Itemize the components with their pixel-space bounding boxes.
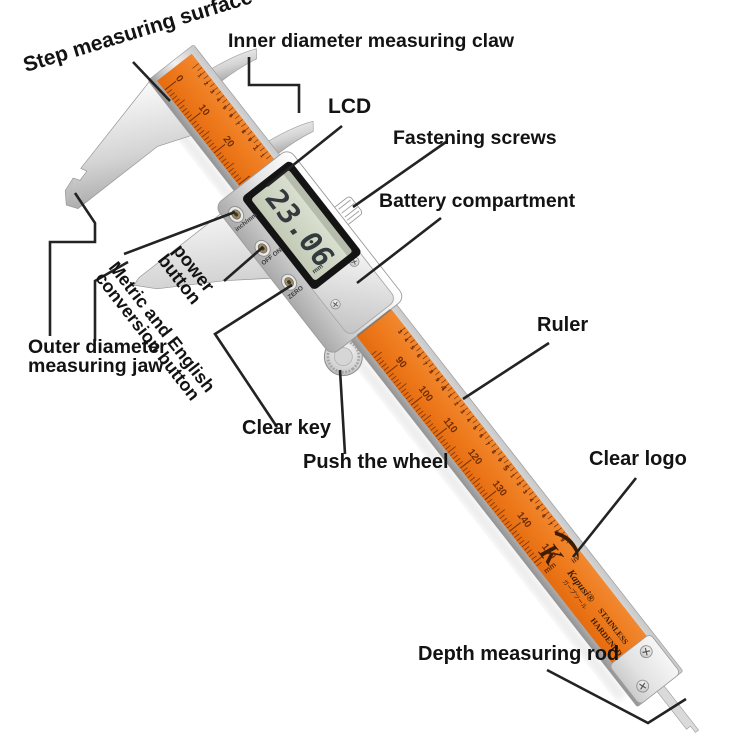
inch-ticks: [192, 63, 572, 544]
label-depth-measuring-rod: Depth measuring rod: [418, 643, 620, 665]
callout-lines: [48, 57, 687, 725]
callout-outer-jaw-2: [93, 260, 129, 341]
svg-text:4: 4: [438, 383, 448, 392]
slider-edge-seam: [356, 308, 392, 337]
svg-text:6: 6: [227, 113, 234, 120]
svg-text:3: 3: [208, 89, 215, 96]
callout-depth-rod: [546, 668, 687, 725]
callout-power-button: [223, 246, 264, 282]
label-outer-line1: Outer diameter: [28, 336, 167, 358]
outer-jaw-fixed: [64, 81, 192, 209]
svg-text:8: 8: [427, 369, 434, 376]
svg-text:3: 3: [521, 489, 528, 496]
callout-metric-button: [123, 210, 236, 256]
mm-ticks: [164, 80, 546, 567]
label-outer-line2: measuring jaw: [28, 354, 164, 377]
depth-rod: [656, 685, 700, 733]
svg-text:5: 5: [408, 345, 415, 352]
inner-claw-fixed: [210, 48, 257, 82]
svg-text:1: 1: [446, 393, 453, 400]
label-push-the-wheel: Push the wheel: [303, 451, 449, 473]
svg-text:7: 7: [421, 361, 428, 367]
callout-lcd: [266, 124, 343, 188]
svg-text:3: 3: [396, 329, 403, 336]
svg-text:6: 6: [415, 353, 422, 360]
svg-text:9: 9: [246, 137, 253, 144]
svg-text:4: 4: [402, 337, 409, 344]
label-ruler: Ruler: [537, 314, 589, 336]
end-cap-screw: [636, 679, 650, 693]
svg-text:9: 9: [496, 457, 503, 464]
button-zero: [280, 273, 298, 291]
callout-clear-key: [213, 283, 293, 428]
end-cap: [610, 635, 680, 704]
label-clear-key: Clear key: [242, 417, 331, 439]
svg-text:7: 7: [546, 521, 553, 527]
jaw-tip-texture: [67, 180, 85, 202]
svg-text:1: 1: [508, 473, 515, 480]
callout-battery: [356, 216, 442, 285]
svg-text:9: 9: [433, 377, 440, 384]
callout-ruler: [462, 341, 550, 401]
svg-text:8: 8: [240, 129, 247, 136]
svg-text:9: 9: [559, 537, 566, 544]
svg-text:1: 1: [258, 153, 265, 160]
label-inner-diameter-claw: Inner diameter measuring claw: [228, 30, 515, 52]
svg-text:0: 0: [173, 73, 185, 85]
label-battery-compartment: Battery compartment: [379, 190, 576, 212]
svg-text:7: 7: [483, 441, 490, 447]
label-clear-logo: Clear logo: [589, 448, 687, 470]
callout-push-wheel: [338, 369, 347, 455]
logo-swoosh: [554, 531, 579, 560]
svg-text:6: 6: [477, 433, 484, 440]
callout-outer-jaw-1: [48, 192, 97, 336]
svg-text:3: 3: [458, 409, 465, 416]
callout-step-surface: [132, 61, 171, 102]
label-lcd: LCD: [328, 95, 372, 118]
svg-text:1: 1: [196, 73, 203, 80]
label-outer-diameter-jaw: Outer diameter measuring jaw: [28, 336, 167, 377]
svg-text:7: 7: [233, 121, 240, 127]
callout-fastening: [352, 140, 447, 209]
svg-text:5: 5: [471, 425, 478, 432]
callout-clear-logo: [571, 477, 638, 558]
svg-text:4: 4: [214, 97, 221, 104]
svg-text:2: 2: [202, 81, 209, 87]
label-fastening-screws: Fastening screws: [393, 127, 557, 149]
end-cap-screw: [639, 645, 653, 659]
svg-text:4: 4: [527, 497, 534, 504]
inner-claw-moving: [267, 120, 314, 155]
svg-text:4: 4: [465, 417, 472, 424]
svg-text:8: 8: [490, 449, 497, 456]
svg-text:2: 2: [452, 401, 459, 407]
svg-text:1: 1: [251, 143, 261, 152]
callout-inner-claw: [247, 57, 301, 113]
svg-text:5: 5: [501, 464, 511, 473]
svg-text:5: 5: [221, 105, 228, 112]
unit-in-label: in: [569, 554, 580, 565]
svg-text:6: 6: [540, 513, 547, 520]
svg-text:5: 5: [533, 505, 540, 512]
svg-text:2: 2: [515, 481, 522, 487]
